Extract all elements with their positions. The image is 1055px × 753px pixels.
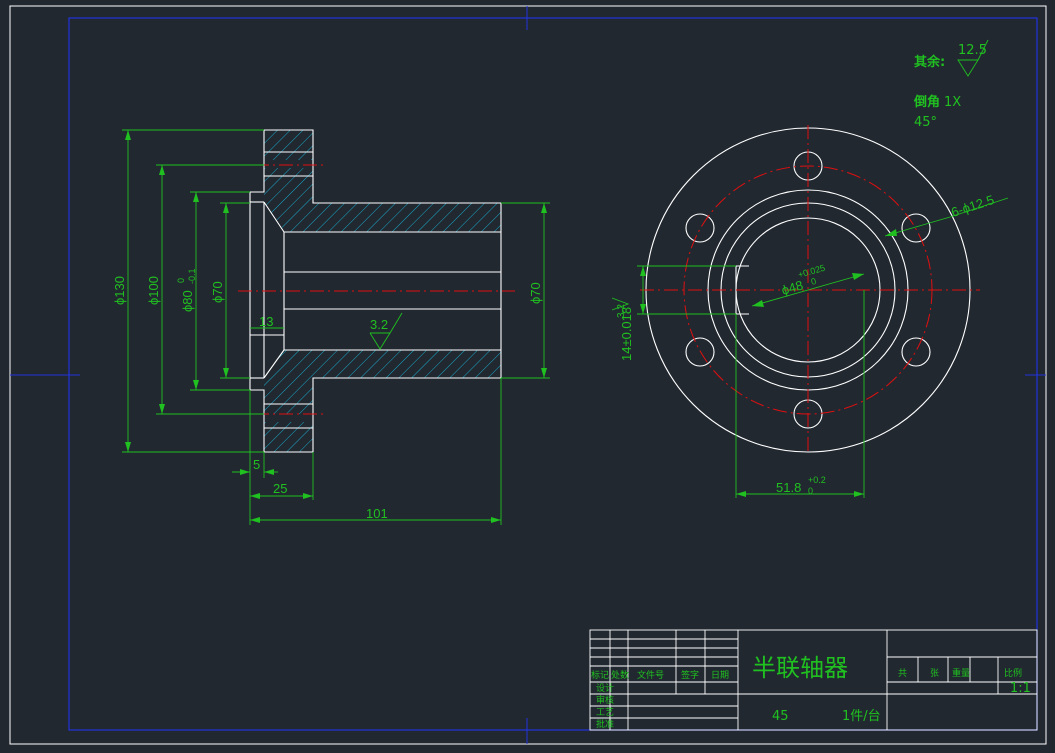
tb-left-label-1: 审核 <box>596 694 614 706</box>
technical-notes: 其余: 12.5 倒角 1X 45° <box>913 39 989 130</box>
dim-len13: 13 <box>259 314 273 329</box>
dim-d80: ϕ80 <box>180 290 195 312</box>
dim-width: 51.8 <box>776 480 801 495</box>
tb-right-header-0: 共 <box>898 668 907 679</box>
side-dimension-lines <box>611 197 1009 498</box>
dim-d100: ϕ100 <box>146 276 161 305</box>
rest-roughness-value: 12.5 <box>958 43 987 58</box>
dim-len101: 101 <box>366 506 388 521</box>
roughness-label: 3.2 <box>370 317 388 332</box>
front-view: ϕ130 ϕ100 ϕ80 0 -0.1 ϕ70 ϕ70 13 5 25 101… <box>112 129 550 525</box>
dim-key-rough: 3.2 <box>616 304 627 318</box>
tb-left-label-3: 批准 <box>596 718 614 730</box>
tb-left-label-0: 设计 <box>596 682 614 694</box>
dim-keyway: 14±0.018 <box>619 307 634 361</box>
tb-right-header-3: 比例 <box>1004 667 1022 679</box>
dim-d80-tol-low: -0.1 <box>187 268 197 284</box>
side-arrowheads <box>640 229 897 497</box>
dim-d130: ϕ130 <box>112 276 127 305</box>
dim-width-tol-low: 0 <box>808 486 813 496</box>
scale: 1:1 <box>1010 681 1031 696</box>
section-hatching <box>264 130 501 452</box>
tb-right-header-2: 重量 <box>952 667 970 679</box>
front-dimension-lines <box>122 129 550 525</box>
dim-holes: 6-ϕ12.5 <box>949 192 996 220</box>
dim-d70-right: ϕ70 <box>528 282 543 304</box>
part-name: 半联轴器 <box>752 654 848 682</box>
tb-row-label-1: 处数 <box>611 669 629 681</box>
dim-bore: ϕ48 <box>780 277 805 297</box>
dim-bore-tol-low: 0 <box>810 276 818 287</box>
tb-row-label-2: 文件号 <box>637 669 664 681</box>
dim-len25: 25 <box>273 481 287 496</box>
dim-d80-tol-up: 0 <box>176 278 186 283</box>
dim-d70-left: ϕ70 <box>210 281 225 303</box>
chamfer-angle: 45° <box>914 115 937 130</box>
rest-roughness-symbol <box>957 39 989 77</box>
rest-roughness-label: 其余: <box>914 54 945 70</box>
chamfer-value: 1X <box>944 95 961 110</box>
sheet-border <box>9 5 1047 745</box>
title-block-text: 标记 处数 文件号 签字 日期 设计 审核 工艺 批准 半联轴器 45 1件/台… <box>591 654 1031 730</box>
tb-left-label-2: 工艺 <box>596 707 614 718</box>
tb-right-header-1: 张 <box>930 668 939 679</box>
dim-len5: 5 <box>253 457 260 472</box>
tb-row-label-4: 日期 <box>711 670 729 681</box>
side-centerlines <box>640 125 980 455</box>
dim-width-tol-up: +0.2 <box>808 475 826 485</box>
chamfer-label: 倒角 <box>913 94 940 110</box>
tb-row-label-0: 标记 <box>591 669 609 681</box>
quantity: 1件/台 <box>842 709 881 724</box>
title-block <box>589 629 1038 731</box>
front-centerlines <box>238 164 515 415</box>
side-view: 6-ϕ12.5 ϕ48 +0.025 0 14±0.018 3.2 51.8 +… <box>611 125 1009 498</box>
drawing-frame <box>68 17 1038 731</box>
frame-center-marks <box>10 6 1046 744</box>
material: 45 <box>772 709 789 724</box>
front-arrowheads <box>125 130 547 523</box>
tb-row-label-3: 签字 <box>681 669 699 681</box>
